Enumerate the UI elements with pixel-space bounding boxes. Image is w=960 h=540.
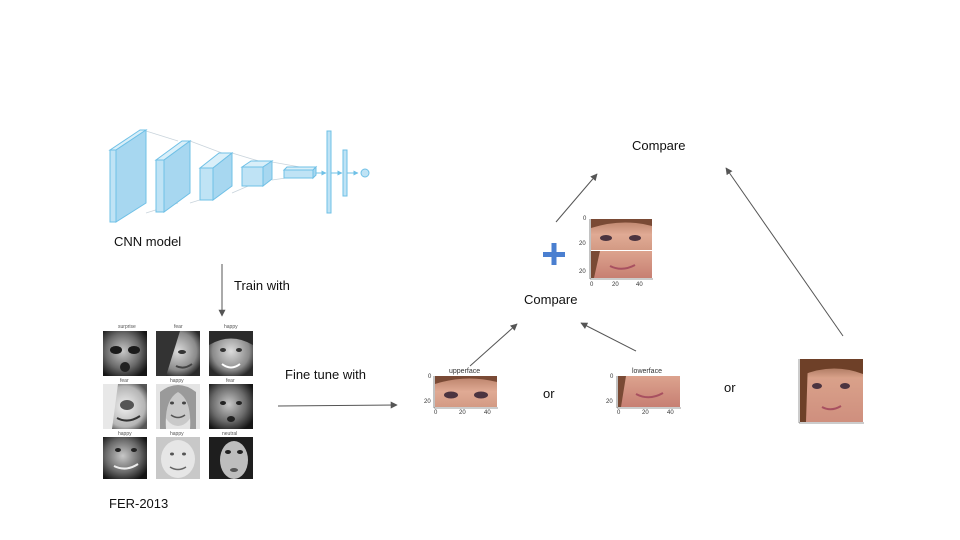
fer-face-3 xyxy=(209,331,253,376)
cnn-model-label: CNN model xyxy=(114,234,182,249)
fer-face-7 xyxy=(103,437,147,479)
or-label-1: or xyxy=(543,386,555,401)
combined-face-crop xyxy=(589,219,653,280)
full-face-image xyxy=(798,359,864,424)
lower-ytick-20: 20 xyxy=(606,399,613,405)
compare-mid-label: Compare xyxy=(524,292,578,307)
lowerface-title: lowerface xyxy=(632,368,662,375)
combined-xtick-40: 40 xyxy=(636,282,643,288)
lower-xtick-40: 40 xyxy=(667,410,674,416)
fer-face-2 xyxy=(156,331,200,376)
fine-tune-with-label: Fine tune with xyxy=(285,367,366,382)
upper-xtick-20: 20 xyxy=(459,410,466,416)
fer-caption-4: fear xyxy=(120,378,129,384)
finetune-arrow xyxy=(277,401,398,409)
upper-ytick-0: 0 xyxy=(428,374,432,380)
compare-top-label: Compare xyxy=(632,138,686,153)
lower-xtick-0: 0 xyxy=(617,410,621,416)
lower-ytick-0: 0 xyxy=(610,374,614,380)
cnn-conv-block-5 xyxy=(282,165,318,180)
train-with-label: Train with xyxy=(234,278,290,293)
lower-xtick-20: 20 xyxy=(642,410,649,416)
upper-xtick-0: 0 xyxy=(434,410,438,416)
fer-face-4 xyxy=(103,384,147,429)
cnn-dense-layer-1 xyxy=(326,130,332,214)
upperface-crop xyxy=(433,376,498,409)
cnn-conv-block-4 xyxy=(240,160,274,188)
upper-xtick-40: 40 xyxy=(484,410,491,416)
upper-ytick-20: 20 xyxy=(424,399,431,405)
fer-caption-1: surprise xyxy=(118,324,136,330)
cnn-conv-block-1 xyxy=(108,129,148,223)
fer-caption-2: fear xyxy=(174,324,183,330)
combined-ytick-20b: 20 xyxy=(579,269,586,275)
cnn-conv-block-3 xyxy=(198,151,234,201)
combined-ytick-0: 0 xyxy=(583,216,587,222)
combined-ytick-20a: 20 xyxy=(579,241,586,247)
lower-to-compare-arrow xyxy=(580,322,637,352)
cnn-model-diagram xyxy=(108,129,370,223)
fer-caption-9: neutral xyxy=(222,431,238,437)
cnn-output-node xyxy=(360,168,370,178)
combined-to-compare-arrow xyxy=(555,173,598,223)
upperface-title: upperface xyxy=(449,368,481,375)
fer-face-8 xyxy=(156,437,200,479)
combined-xtick-20: 20 xyxy=(612,282,619,288)
lowerface-crop xyxy=(616,376,681,409)
fer-face-5 xyxy=(156,384,200,429)
fer-face-9 xyxy=(209,437,253,479)
fer-caption-5: happy xyxy=(170,378,184,384)
fer-caption-8: happy xyxy=(170,431,184,437)
fer-2013-label: FER-2013 xyxy=(109,496,169,511)
or-label-2: or xyxy=(724,380,736,395)
combined-xtick-0: 0 xyxy=(590,282,594,288)
upper-to-compare-arrow xyxy=(469,323,518,367)
full-face-to-compare-arrow xyxy=(725,167,844,337)
fer-face-6 xyxy=(209,384,253,429)
fer-caption-6: fear xyxy=(226,378,235,384)
fer-caption-3: happy xyxy=(224,324,238,330)
fer-face-1 xyxy=(103,331,147,376)
plus-icon xyxy=(543,243,565,265)
fer-caption-7: happy xyxy=(118,431,132,437)
cnn-conv-block-2 xyxy=(154,140,192,213)
